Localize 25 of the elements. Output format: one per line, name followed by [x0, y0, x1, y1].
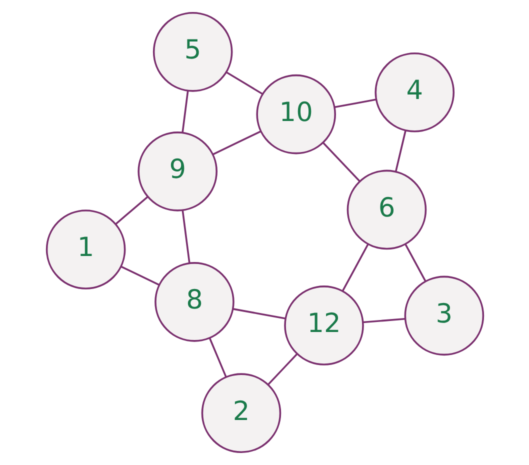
connector [341, 244, 368, 292]
node-circle: 6 [346, 170, 426, 250]
connector [181, 90, 188, 133]
node-circle: 10 [256, 74, 336, 154]
connector [232, 308, 286, 320]
node-circle: 4 [374, 52, 454, 132]
node-circle: 2 [200, 373, 281, 453]
connector [404, 244, 426, 282]
node-circle: 12 [284, 286, 364, 366]
connector [181, 210, 190, 264]
node-circle: 1 [45, 210, 126, 290]
connector [266, 354, 298, 386]
node-circle: 5 [152, 12, 232, 92]
node-circle: 3 [404, 276, 484, 356]
connector [334, 98, 376, 108]
connector [212, 130, 261, 156]
node-circle: 8 [154, 262, 234, 342]
connector [114, 196, 148, 225]
connector [362, 318, 405, 324]
connector [226, 72, 263, 95]
node-circle: 9 [137, 132, 218, 212]
connector [394, 130, 406, 172]
connector [208, 338, 226, 378]
connector [120, 266, 159, 286]
connector [322, 142, 360, 182]
